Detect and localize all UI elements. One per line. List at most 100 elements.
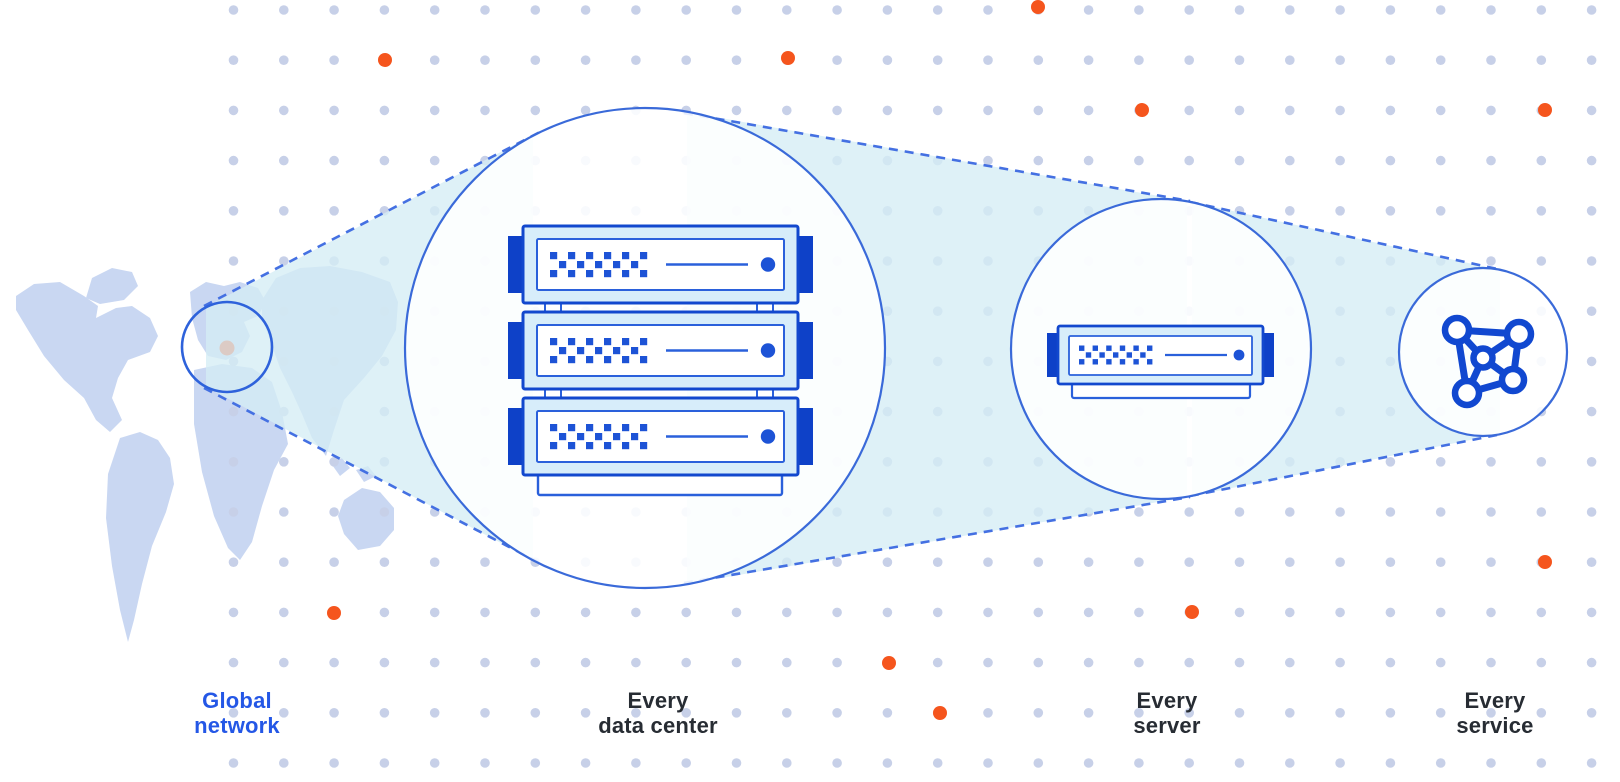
grid-dot: [1586, 155, 1597, 166]
grid-dot: [1536, 5, 1547, 15]
led-dot: [1085, 352, 1092, 358]
led-dot: [640, 270, 648, 278]
grid-dot: [782, 657, 792, 668]
led-dot: [550, 338, 558, 346]
grid-dot: [1234, 155, 1245, 166]
orange-dots-layer: [219, 0, 1552, 720]
grid-dot: [279, 607, 289, 618]
grid-dot: [329, 55, 339, 65]
led-dot: [1147, 359, 1153, 365]
grid-dot: [631, 708, 641, 718]
grid-dot: [1536, 256, 1547, 266]
grid-dot: [1385, 457, 1396, 467]
grid-dot: [329, 758, 339, 768]
grid-dot: [329, 105, 339, 116]
led-dot: [613, 261, 621, 269]
grid-dot: [1083, 758, 1094, 768]
grid-dot: [1586, 105, 1597, 116]
server-faceplate: [536, 238, 785, 291]
orange-dot: [781, 51, 795, 65]
orange-dot: [933, 706, 947, 720]
grid-dot: [1536, 155, 1547, 166]
grid-dot: [228, 5, 239, 15]
label-global-network: Global network: [107, 688, 367, 738]
led-dot: [1133, 359, 1139, 365]
grid-dot: [379, 607, 390, 618]
led-dot: [568, 442, 576, 450]
grid-dot: [1486, 507, 1496, 517]
led-matrix-layer-single: [1079, 345, 1153, 365]
grid-dot: [1234, 657, 1245, 668]
grid-dot: [782, 758, 792, 768]
led-dot: [640, 424, 648, 432]
grid-dot: [480, 708, 490, 718]
server-faceplate: [1068, 335, 1253, 376]
grid-dot: [379, 758, 390, 768]
grid-dot: [530, 55, 541, 65]
led-dot: [1092, 359, 1098, 365]
grid-dot: [832, 607, 842, 618]
led-dot: [1126, 352, 1132, 358]
label-line: Every: [627, 688, 689, 713]
grid-dot: [228, 256, 239, 266]
grid-dot: [1385, 105, 1396, 116]
graph-node: [1503, 318, 1535, 350]
led-dot: [640, 338, 648, 346]
grid-dot: [429, 55, 440, 65]
grid-dot: [1435, 507, 1446, 517]
grid-dot: [329, 557, 339, 567]
grid-dot: [631, 758, 641, 768]
grid-dot: [1285, 155, 1295, 166]
grid-dot: [1134, 708, 1144, 718]
grid-dot: [731, 708, 742, 718]
grid-dot: [1335, 5, 1345, 15]
led-dot: [1119, 359, 1126, 365]
led-dot: [586, 338, 594, 346]
grid-dot: [1184, 105, 1194, 116]
grid-dot: [1586, 206, 1597, 216]
grid-dot: [1385, 708, 1396, 718]
led-dot: [1099, 352, 1105, 358]
orange-dot: [1538, 103, 1552, 117]
grid-dot: [1435, 708, 1446, 718]
orange-dot: [1135, 103, 1149, 117]
grid-dot: [1184, 507, 1194, 517]
grid-dot: [580, 55, 591, 65]
grid-dot: [379, 155, 390, 166]
grid-dot: [1184, 758, 1194, 768]
grid-dot: [1083, 607, 1094, 618]
grid-dot: [1486, 457, 1496, 467]
grid-dot: [228, 708, 239, 718]
grid-dot: [681, 607, 691, 618]
grid-dot: [480, 5, 490, 15]
grid-dot: [983, 708, 993, 718]
grid-dot: [1234, 507, 1245, 517]
grid-dot: [1586, 708, 1597, 718]
grid-dot: [1234, 55, 1245, 65]
grid-dot: [580, 5, 591, 15]
server-ear-left: [508, 408, 525, 465]
grid-dot: [1335, 155, 1345, 166]
grid-dot: [1536, 457, 1547, 467]
grid-dot: [1486, 206, 1496, 216]
single-server: [1047, 324, 1274, 400]
grid-dot: [329, 507, 339, 517]
led-dot: [1106, 359, 1112, 365]
grid-dot: [228, 457, 239, 467]
grid-dot: [1586, 557, 1597, 567]
grid-dot: [279, 708, 289, 718]
grid-dot: [983, 155, 993, 166]
grid-dot: [1536, 607, 1547, 618]
led-dot: [1092, 345, 1098, 351]
grid-dot: [329, 155, 339, 166]
grid-dot: [1586, 657, 1597, 668]
grid-dot: [1184, 557, 1194, 567]
grid-dot: [1234, 758, 1245, 768]
led-dot: [604, 442, 612, 450]
led-dot: [568, 252, 576, 260]
grid-dot: [1083, 657, 1094, 668]
grid-dot: [1586, 55, 1597, 65]
rack-base: [536, 472, 784, 497]
server-status-led: [1233, 349, 1245, 361]
